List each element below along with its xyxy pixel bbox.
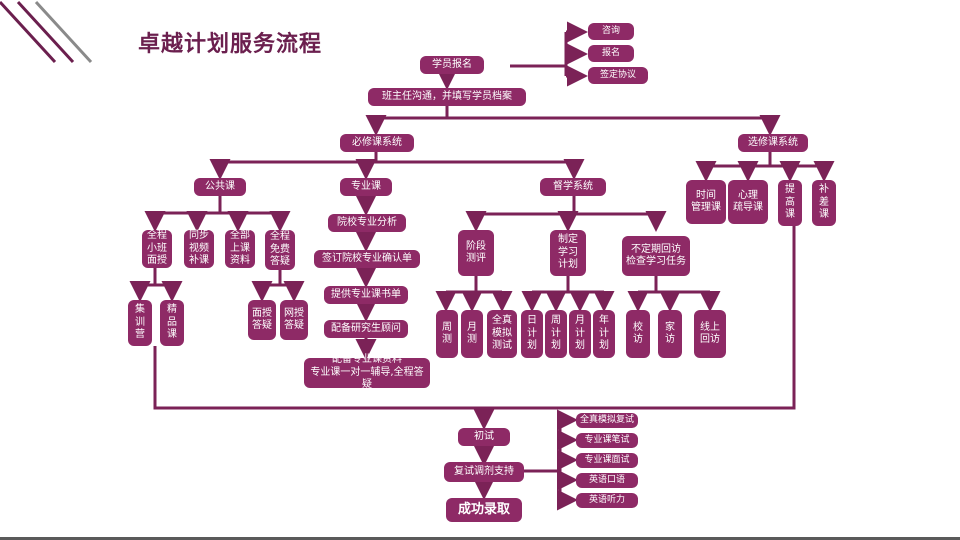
node-retest-support: 复试调剂支持: [444, 462, 524, 482]
node-net-qa: 网授 答疑: [280, 300, 308, 340]
node-rt-listen: 英语听力: [576, 493, 638, 508]
node-pub-all: 全部 上课 资料: [225, 230, 255, 268]
node-pub-sync: 同步 视频 补课: [184, 230, 214, 268]
node-supervise: 督学系统: [540, 178, 606, 196]
node-week-plan: 周 计 划: [545, 310, 567, 358]
node-day-plan: 日 计 划: [521, 310, 543, 358]
node-sup-irregular: 不定期回访 检查学习任务: [622, 236, 690, 276]
node-month-plan: 月 计 划: [569, 310, 591, 358]
node-pub-full: 全程 小班 面授: [142, 230, 172, 268]
node-weekly-test: 周 测: [436, 310, 458, 358]
node-el-psych: 心理 疏导课: [728, 180, 768, 224]
node-online-visit: 线上 回访: [694, 310, 726, 358]
node-required: 必修课系统: [340, 134, 414, 152]
bottom-border: [0, 537, 960, 540]
node-agreement: 签定协议: [588, 67, 648, 84]
page-title: 卓越计划服务流程: [138, 32, 323, 57]
node-el-boost: 提 高 课: [778, 180, 802, 226]
corner-decoration: [0, 0, 93, 64]
node-school-visit: 校 访: [626, 310, 650, 358]
node-register: 学员报名: [420, 56, 484, 74]
node-maj-analysis: 院校专业分析: [328, 214, 406, 232]
node-camp: 集 训 营: [128, 300, 152, 346]
node-pub-free: 全程 免费 答疑: [265, 230, 295, 270]
node-consult: 咨询: [588, 23, 634, 40]
node-rt-interview: 专业课面试: [576, 453, 638, 468]
node-public: 公共课: [194, 178, 246, 196]
node-home-visit: 家 访: [658, 310, 682, 358]
node-rt-mock: 全真模拟复试: [576, 413, 638, 428]
node-teacher-talk: 班主任沟通，并填写学员档案: [368, 88, 526, 106]
node-rt-written: 专业课笔试: [576, 433, 638, 448]
node-sup-stage: 阶段 测评: [458, 230, 494, 276]
node-mock-test: 全真 模拟 测试: [487, 310, 517, 358]
node-major: 专业课: [340, 178, 392, 196]
node-el-time: 时间 管理课: [686, 180, 726, 224]
node-signup: 报名: [588, 45, 634, 62]
node-maj-confirm: 签订院校专业确认单: [314, 250, 420, 268]
node-sup-plan: 制定 学习 计划: [550, 230, 586, 276]
node-monthly-test: 月 测: [461, 310, 483, 358]
node-maj-material: 配备专业课资料 专业课一对一辅导,全程答疑: [304, 354, 430, 390]
node-rt-oral: 英语口语: [576, 473, 638, 488]
node-face-qa: 面授 答疑: [248, 300, 276, 340]
node-el-remedy: 补 差 课: [812, 180, 836, 226]
node-first-exam: 初试: [458, 428, 510, 446]
node-year-plan: 年 计 划: [593, 310, 615, 358]
node-maj-advisor: 配备研究生顾问: [324, 320, 408, 338]
node-success: 成功录取: [446, 498, 522, 522]
node-fine: 精 品 课: [160, 300, 184, 346]
node-maj-booklist: 提供专业课书单: [324, 286, 408, 304]
node-elective: 选修课系统: [738, 134, 808, 152]
